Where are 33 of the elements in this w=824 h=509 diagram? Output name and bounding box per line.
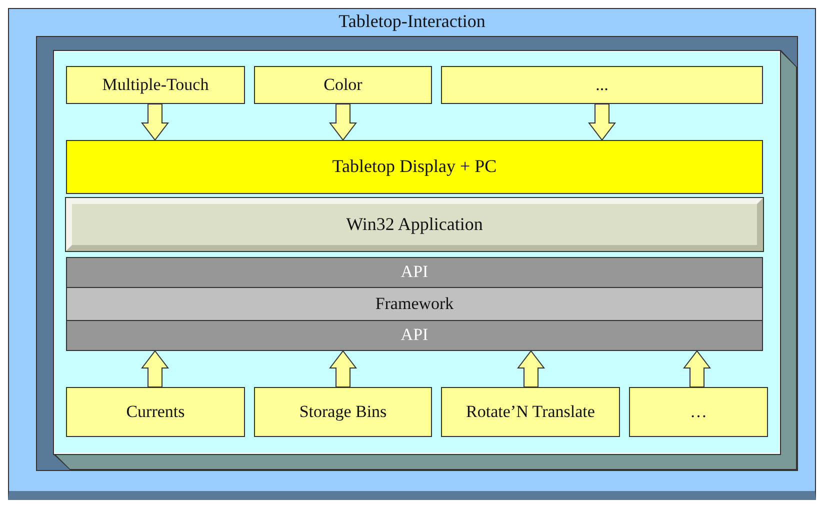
block-arrow <box>588 104 616 141</box>
display-bar <box>66 140 763 194</box>
framework-bar <box>66 288 763 320</box>
module-box <box>254 66 432 104</box>
module-box <box>441 66 763 104</box>
node-label: Multiple-Touch <box>102 76 209 94</box>
node-label: ... <box>596 76 608 94</box>
node-label: Color <box>324 76 362 94</box>
api-bar <box>66 257 763 288</box>
node-label: … <box>690 402 707 422</box>
block-arrow <box>140 350 170 388</box>
module-box <box>254 387 432 437</box>
node-label: Storage Bins <box>299 402 387 422</box>
node-label: Rotate’N Translate <box>466 402 595 422</box>
module-box <box>441 387 620 437</box>
block-arrow <box>140 104 170 141</box>
block-arrow <box>328 104 358 141</box>
module-box <box>66 66 245 104</box>
api-bar <box>66 320 763 351</box>
outer-panel <box>8 8 816 500</box>
node-label: Framework <box>375 294 454 314</box>
node-label: API <box>400 326 428 345</box>
node-label: Currents <box>126 402 185 422</box>
node-label: Win32 Application <box>346 214 483 234</box>
block-arrow <box>682 350 712 388</box>
block-arrow <box>328 350 358 388</box>
node-label: Tabletop-Interaction <box>338 12 486 32</box>
module-box <box>66 387 245 437</box>
block-arrow <box>516 350 546 388</box>
node-label: Tabletop Display + PC <box>332 157 497 177</box>
application-bar <box>66 198 763 251</box>
module-box <box>629 387 768 437</box>
node-label: API <box>400 263 428 282</box>
